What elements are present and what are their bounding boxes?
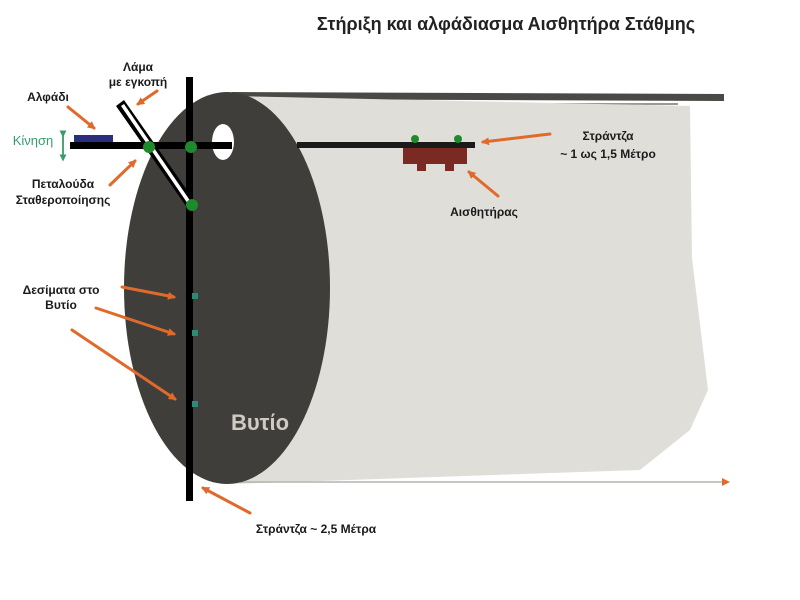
sensor-bar — [297, 142, 475, 148]
tie-point — [192, 401, 198, 407]
label-sensor: Αισθητήρας — [450, 205, 518, 219]
tank-label: Βυτίο — [231, 410, 289, 435]
label-ties-line2: Βυτίο — [45, 298, 77, 312]
label-butterfly-line1: Πεταλούδα — [32, 177, 95, 191]
label-bar-short-line1: Στράντζα — [582, 129, 634, 143]
joint-blade-bottom — [186, 199, 198, 211]
sensor-screw-right — [454, 135, 462, 143]
diagram-title: Στήριξη και αλφάδιασμα Αισθητήρα Στάθμης — [317, 14, 695, 35]
spirit-level — [74, 135, 113, 142]
label-butterfly-line2: Σταθεροποίησης — [16, 193, 111, 207]
tie-point — [192, 330, 198, 336]
tank-body — [232, 96, 708, 484]
long-bar — [186, 77, 193, 501]
label-bar-long: Στράντζα ~ 2,5 Μέτρα — [256, 522, 377, 536]
orange-arrow-icon — [66, 89, 552, 515]
joint-butterfly — [143, 141, 155, 153]
label-blade-line1: Λάμα — [123, 60, 154, 74]
label-movement: Κίνηση — [13, 133, 54, 148]
label-bar-short-line2: ~ 1 ως 1,5 Μέτρο — [560, 147, 656, 161]
sensor-foot-right — [445, 164, 454, 171]
label-blade-line2: με εγκοπή — [109, 75, 168, 89]
label-level: Αλφάδι — [27, 90, 69, 104]
sensor-screw-left — [411, 135, 419, 143]
blade-slot — [121, 104, 191, 204]
sensor-foot-left — [417, 164, 426, 171]
label-ties-line1: Δεσίματα στο — [23, 283, 100, 297]
tie-point — [192, 293, 198, 299]
sensor-body — [403, 148, 467, 164]
joint-crossing — [185, 141, 197, 153]
